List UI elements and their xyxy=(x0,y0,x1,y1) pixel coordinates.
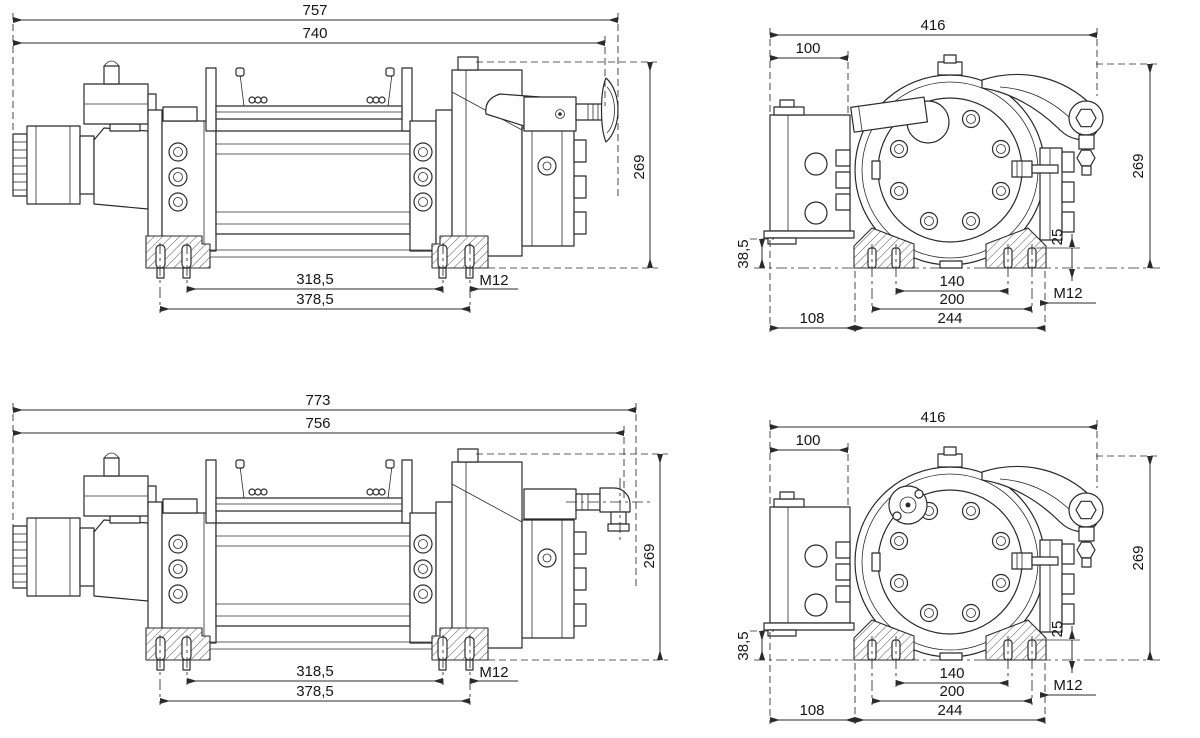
dim-stud-thread: M12 xyxy=(470,272,518,292)
dim-label-stud-span-mid: 200 xyxy=(939,291,964,308)
dim-label-stud-span-inner: 318,5 xyxy=(296,663,334,680)
dim-label-height: 269 xyxy=(631,154,648,179)
dim-label-stud-height: 25 xyxy=(1049,621,1066,638)
dims-side-b: 773 756 269 318,5 378,5 M12 xyxy=(12,392,668,705)
view-end-b: 416 100 269 38,5 25 140 200 244 108 M12 xyxy=(735,409,1160,724)
dim-height: 269 xyxy=(631,62,653,268)
view-side-a: 757 740 269 318,5 378,5 M12 xyxy=(12,2,658,313)
dim-label-stud-span-inner: 318,5 xyxy=(296,271,334,288)
dim-label-height: 269 xyxy=(1130,153,1147,178)
view-side-b: 773 756 269 318,5 378,5 M12 xyxy=(12,392,668,705)
dim-frame-width: 756 xyxy=(13,415,624,436)
dim-stud-span-outer: 378,5 xyxy=(160,683,470,704)
dim-label-bracket-offset: 108 xyxy=(799,310,824,327)
elbow-fitting xyxy=(523,478,650,542)
dim-label-stud-span-mid: 200 xyxy=(939,683,964,700)
dim-labels-end-b: 416 100 269 38,5 25 140 200 244 108 M12 xyxy=(735,409,1147,719)
dim-label-stud-thread: M12 xyxy=(479,272,508,289)
side-b-body xyxy=(12,448,587,671)
dim-label-base-width: 244 xyxy=(937,702,962,719)
dim-label-height: 269 xyxy=(1130,545,1147,570)
dim-label-bracket-offset: 108 xyxy=(799,702,824,719)
dim-label-stud-height: 25 xyxy=(1049,229,1066,246)
dim-label-stud-thread: M12 xyxy=(1053,285,1082,302)
release-disc xyxy=(888,485,928,525)
dim-label-stud-thread: M12 xyxy=(479,664,508,681)
dim-label-bracket-width: 100 xyxy=(795,432,820,449)
dim-label-base-height: 38,5 xyxy=(735,239,752,268)
dim-stud-span-inner: 318,5 xyxy=(187,271,443,292)
dim-label-overall-width: 773 xyxy=(305,392,330,409)
dim-label-stud-span-outer: 378,5 xyxy=(296,683,334,700)
dim-stud-thread: M12 xyxy=(470,664,518,684)
dim-label-overall-width: 416 xyxy=(920,17,945,34)
dim-label-base-height: 38,5 xyxy=(735,631,752,660)
dim-label-height: 269 xyxy=(641,543,658,568)
dim-stud-span-inner: 318,5 xyxy=(187,663,443,684)
dim-overall-width: 757 xyxy=(13,2,618,23)
view-end-a: 416 100 269 38,5 25 140 200 244 108 M12 xyxy=(735,17,1160,332)
dim-label-base-width: 244 xyxy=(937,310,962,327)
dims-side-a: 757 740 269 318,5 378,5 M12 xyxy=(12,2,658,313)
side-a-body xyxy=(12,56,587,279)
clutch-lever xyxy=(850,96,950,144)
dim-label-stud-span-outer: 378,5 xyxy=(296,291,334,308)
dim-frame-width: 740 xyxy=(13,25,605,46)
dim-label-stud-span-inner: 140 xyxy=(939,665,964,682)
dim-label-stud-thread: M12 xyxy=(1053,677,1082,694)
dim-label-overall-width: 416 xyxy=(920,409,945,426)
crank-handle xyxy=(485,77,619,143)
dim-labels-end-a: 416 100 269 38,5 25 140 200 244 108 M12 xyxy=(735,17,1147,327)
dim-label-overall-width: 757 xyxy=(302,2,327,19)
dim-label-frame-width: 740 xyxy=(302,25,327,42)
dim-stud-span-outer: 378,5 xyxy=(160,291,470,312)
dim-label-bracket-width: 100 xyxy=(795,40,820,57)
dim-label-frame-width: 756 xyxy=(305,415,330,432)
dim-height: 269 xyxy=(641,454,663,660)
dim-label-stud-span-inner: 140 xyxy=(939,273,964,290)
dim-overall-width: 773 xyxy=(13,392,636,413)
